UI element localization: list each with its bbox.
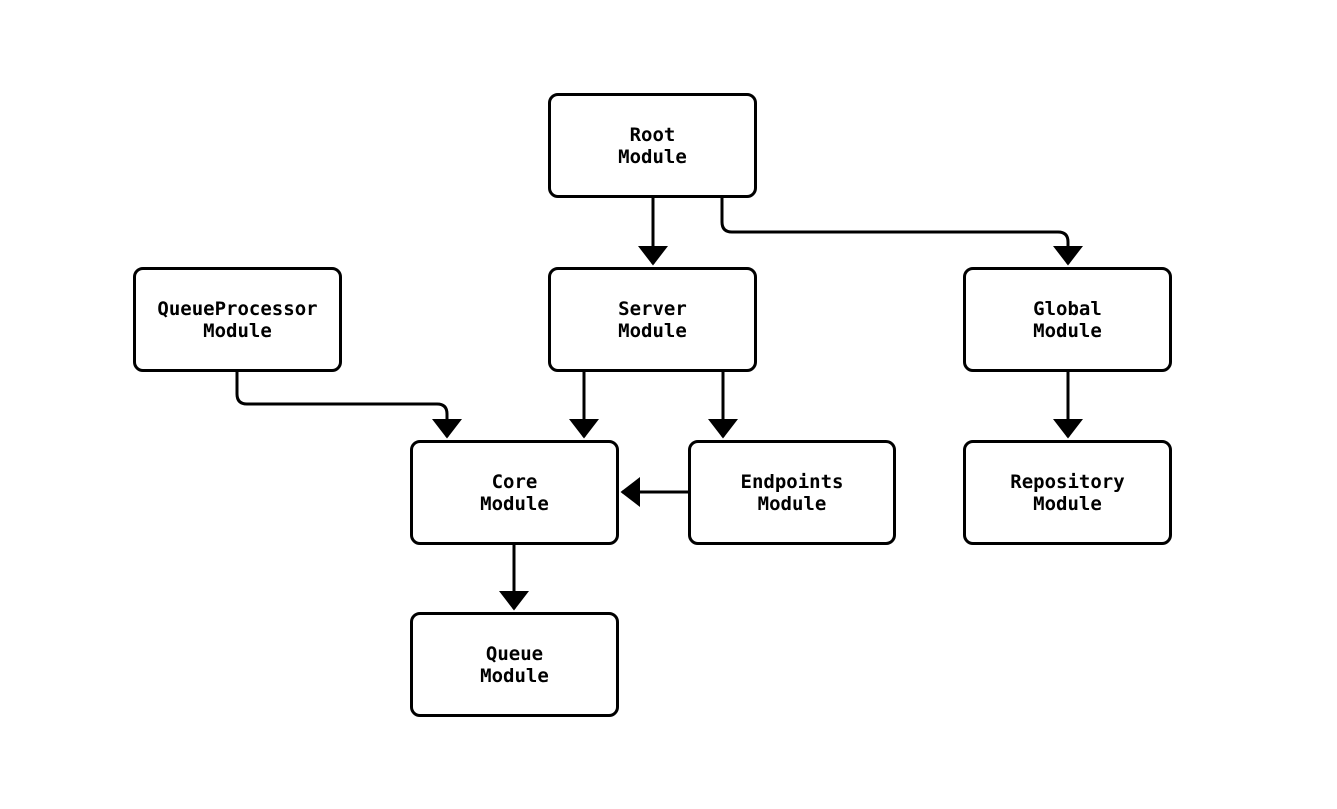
node-label-global: Global Module: [1033, 297, 1102, 342]
node-label-endpoints: Endpoints Module: [740, 470, 844, 515]
node-label-server: Server Module: [618, 297, 687, 342]
node-label-queueprocessor: QueueProcessor Module: [157, 297, 318, 342]
node-label-core: Core Module: [480, 470, 549, 515]
node-repository: Repository Module: [963, 440, 1172, 545]
node-root: Root Module: [548, 93, 757, 198]
node-global: Global Module: [963, 267, 1172, 372]
node-label-repository: Repository Module: [1010, 470, 1125, 515]
node-label-queue: Queue Module: [480, 642, 549, 687]
node-queueprocessor: QueueProcessor Module: [133, 267, 342, 372]
edge-queueprocessor-to-core: [235, 372, 462, 439]
edges-group: [235, 198, 1083, 611]
node-queue: Queue Module: [410, 612, 619, 717]
node-label-root: Root Module: [618, 123, 687, 168]
node-server: Server Module: [548, 267, 757, 372]
edge-root-to-global: [720, 198, 1083, 266]
node-core: Core Module: [410, 440, 619, 545]
node-endpoints: Endpoints Module: [688, 440, 896, 545]
